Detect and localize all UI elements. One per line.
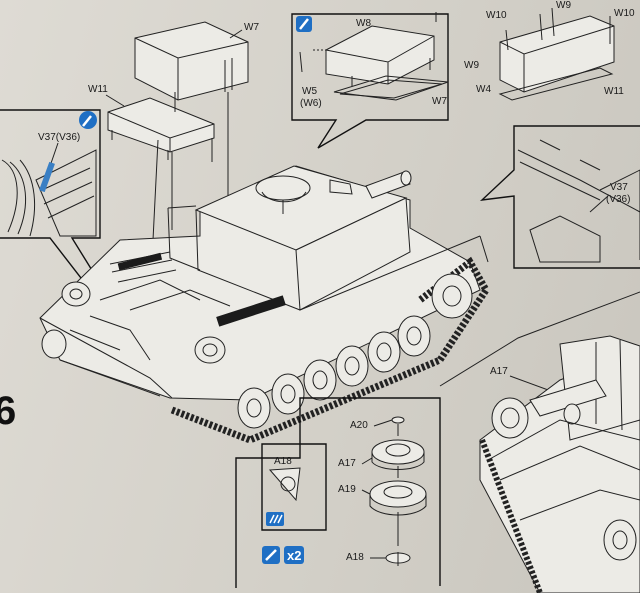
label-a20: A20 — [350, 420, 368, 431]
label-sub-a18: A18 — [274, 456, 292, 467]
label-v37-right: V37 — [610, 182, 628, 193]
road-wheels — [61, 273, 473, 429]
label-w7: W7 — [432, 96, 447, 107]
track-icon — [479, 438, 543, 593]
label-v36-right: (V36) — [606, 194, 630, 205]
label-w6: (W6) — [300, 98, 322, 109]
label-a17-lower: A17 — [490, 366, 508, 377]
inset-v37-left: V37(V36) — [0, 109, 161, 381]
label-w9-left: W9 — [464, 60, 479, 71]
inset-wheel-assembly: A18 A20 A17 A19 A18 x2 — [235, 291, 640, 588]
grille-dark-icon — [117, 252, 163, 271]
label-w7: W7 — [244, 22, 259, 33]
label-w8: W8 — [356, 18, 371, 29]
label-w5: W5 — [302, 86, 317, 97]
label-a19: A19 — [338, 484, 356, 495]
track-icon — [170, 256, 491, 444]
label-v37-v36: V37(V36) — [38, 132, 80, 143]
inset-v37-right: V37 (V36) — [479, 125, 640, 269]
label-a18: A18 — [346, 552, 364, 563]
label-w9-top: W9 — [556, 0, 571, 11]
cement-icon — [266, 512, 284, 526]
lower-right-vehicle: A17 — [479, 335, 640, 593]
part-w7-box: W7 — [134, 21, 259, 101]
label-w11: W11 — [604, 86, 624, 97]
glue-icon — [79, 111, 97, 129]
inset-w9-w10: W10 W9 W10 W9 W4 W11 — [464, 0, 635, 101]
glue-icon — [262, 546, 280, 564]
main-vehicle-view: W7 W11 — [39, 21, 491, 444]
grille-dark-icon — [216, 295, 286, 327]
label-w10-right: W10 — [614, 8, 635, 19]
label-w10: W10 — [486, 10, 507, 21]
blue-marker-icon — [39, 161, 55, 193]
label-w11: W11 — [88, 84, 108, 95]
inset-w7-assembly: W8 W5 (W6) W7 — [291, 12, 449, 149]
part-a18-icon — [268, 467, 301, 502]
quantity-x2: x2 — [287, 548, 301, 563]
part-w11-lid: W11 — [88, 84, 215, 162]
quantity-badge: x2 — [284, 546, 304, 564]
step-number: 6 — [0, 389, 16, 433]
label-a17: A17 — [338, 458, 356, 469]
label-w4: W4 — [476, 84, 491, 95]
glue-icon — [296, 16, 312, 32]
